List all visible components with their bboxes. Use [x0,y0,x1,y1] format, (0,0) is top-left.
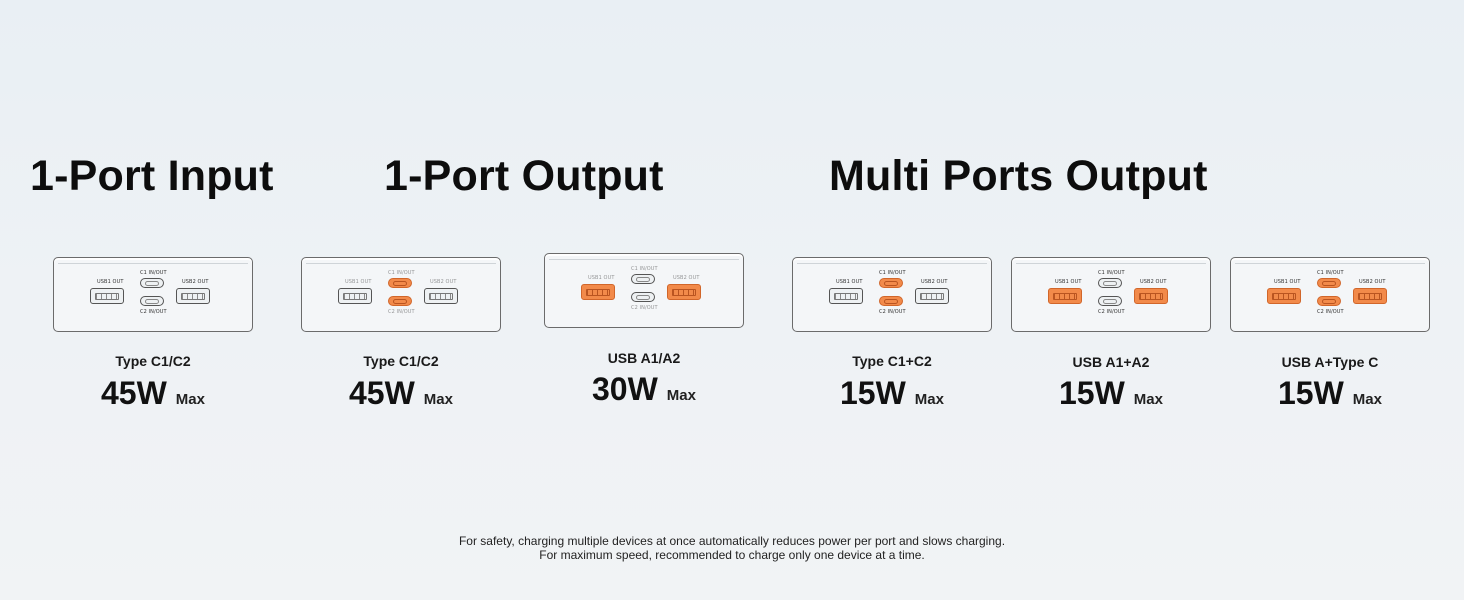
wattage-max-label: Max [423,391,453,408]
port-label-usb1: USB1 OUT [345,279,372,285]
wattage-max-label: Max [1133,391,1163,408]
power-bank-illustration: USB1 OUT C1 IN/OUT C2 IN/OUT USB2 OUT [792,257,992,332]
usb-a1-port-icon [90,288,124,304]
port-label-c2: C2 IN/OUT [1098,309,1125,315]
port-label-c1: C1 IN/OUT [631,266,658,272]
heading-port-output: 1-Port Output [384,152,664,200]
power-bank-illustration: USB1 OUT C1 IN/OUT C2 IN/OUT USB2 OUT [1230,257,1430,332]
port-label-usb2: USB2 OUT [921,279,948,285]
usb-a1-port-icon [1267,288,1301,304]
usb-c2-port-icon [1317,296,1341,306]
port-label-c2: C2 IN/OUT [631,305,658,311]
power-bank-illustration: USB1 OUT C1 IN/OUT C2 IN/OUT USB2 OUT [544,253,744,328]
card-wattage: 15W Max [1011,375,1211,412]
usb-a2-port-icon [176,288,210,304]
card-port-name: USB A+Type C [1281,354,1379,370]
port-label-usb2: USB2 OUT [1359,279,1386,285]
usb-c2-port-icon [1098,296,1122,306]
port-label-usb2: USB2 OUT [182,279,209,285]
port-label-usb1: USB1 OUT [1274,279,1301,285]
usb-a1-port-icon [581,284,615,300]
power-bank-illustration: USB1 OUT C1 IN/OUT C2 IN/OUT USB2 OUT [301,257,501,332]
port-label-c2: C2 IN/OUT [1317,309,1344,315]
wattage-value: 15W [1059,375,1125,411]
card-port-name: Type C1/C2 [115,353,191,369]
port-label-c1: C1 IN/OUT [1317,270,1344,276]
wattage-value: 15W [1278,375,1344,411]
usb-a1-port-icon [829,288,863,304]
port-label-c2: C2 IN/OUT [388,309,415,315]
wattage-max-label: Max [666,387,696,404]
heading-multi-ports-output: Multi Ports Output [829,152,1208,200]
usb-c1-port-icon [1098,278,1122,288]
usb-a2-port-icon [915,288,949,304]
usb-c1-port-icon [879,278,903,288]
port-label-usb1: USB1 OUT [1055,279,1082,285]
footnote-line-1: For safety, charging multiple devices at… [458,534,1006,548]
card-port-name: USB A1+A2 [1072,354,1150,370]
wattage-max-label: Max [1352,391,1382,408]
footnote-line-2: For maximum speed, recommended to charge… [539,548,925,562]
usb-c1-port-icon [631,274,655,284]
port-label-c1: C1 IN/OUT [1098,270,1125,276]
power-bank-illustration: USB1 OUT C1 IN/OUT C2 IN/OUT USB2 OUT [1011,257,1211,332]
wattage-value: 15W [840,375,906,411]
port-label-usb2: USB2 OUT [430,279,457,285]
wattage-value: 45W [349,375,415,411]
usb-a2-port-icon [424,288,458,304]
card-port-name: USB A1/A2 [607,350,681,366]
usb-c2-port-icon [879,296,903,306]
heading-port-input: 1-Port Input [30,152,274,200]
port-label-usb1: USB1 OUT [588,275,615,281]
usb-a2-port-icon [1353,288,1387,304]
port-label-usb2: USB2 OUT [1140,279,1167,285]
port-label-usb1: USB1 OUT [97,279,124,285]
card-wattage: 15W Max [1230,375,1430,412]
wattage-value: 45W [101,375,167,411]
usb-c2-port-icon [388,296,412,306]
card-port-name: Type C1/C2 [363,353,439,369]
card-wattage: 45W Max [301,375,501,412]
wattage-max-label: Max [175,391,205,408]
usb-c1-port-icon [140,278,164,288]
card-wattage: 15W Max [792,375,992,412]
port-label-c1: C1 IN/OUT [140,270,167,276]
usb-c1-port-icon [1317,278,1341,288]
usb-a1-port-icon [338,288,372,304]
port-label-c2: C2 IN/OUT [140,309,167,315]
port-label-usb2: USB2 OUT [673,275,700,281]
card-wattage: 30W Max [544,371,744,408]
port-label-usb1: USB1 OUT [836,279,863,285]
power-bank-illustration: USB1 OUT C1 IN/OUT C2 IN/OUT USB2 OUT [53,257,253,332]
wattage-max-label: Max [914,391,944,408]
usb-a2-port-icon [667,284,701,300]
port-label-c2: C2 IN/OUT [879,309,906,315]
usb-c1-port-icon [388,278,412,288]
card-wattage: 45W Max [53,375,253,412]
usb-a1-port-icon [1048,288,1082,304]
usb-a2-port-icon [1134,288,1168,304]
port-label-c1: C1 IN/OUT [388,270,415,276]
usb-c2-port-icon [140,296,164,306]
card-port-name: Type C1+C2 [852,353,932,369]
usb-c2-port-icon [631,292,655,302]
wattage-value: 30W [592,371,658,407]
port-label-c1: C1 IN/OUT [879,270,906,276]
